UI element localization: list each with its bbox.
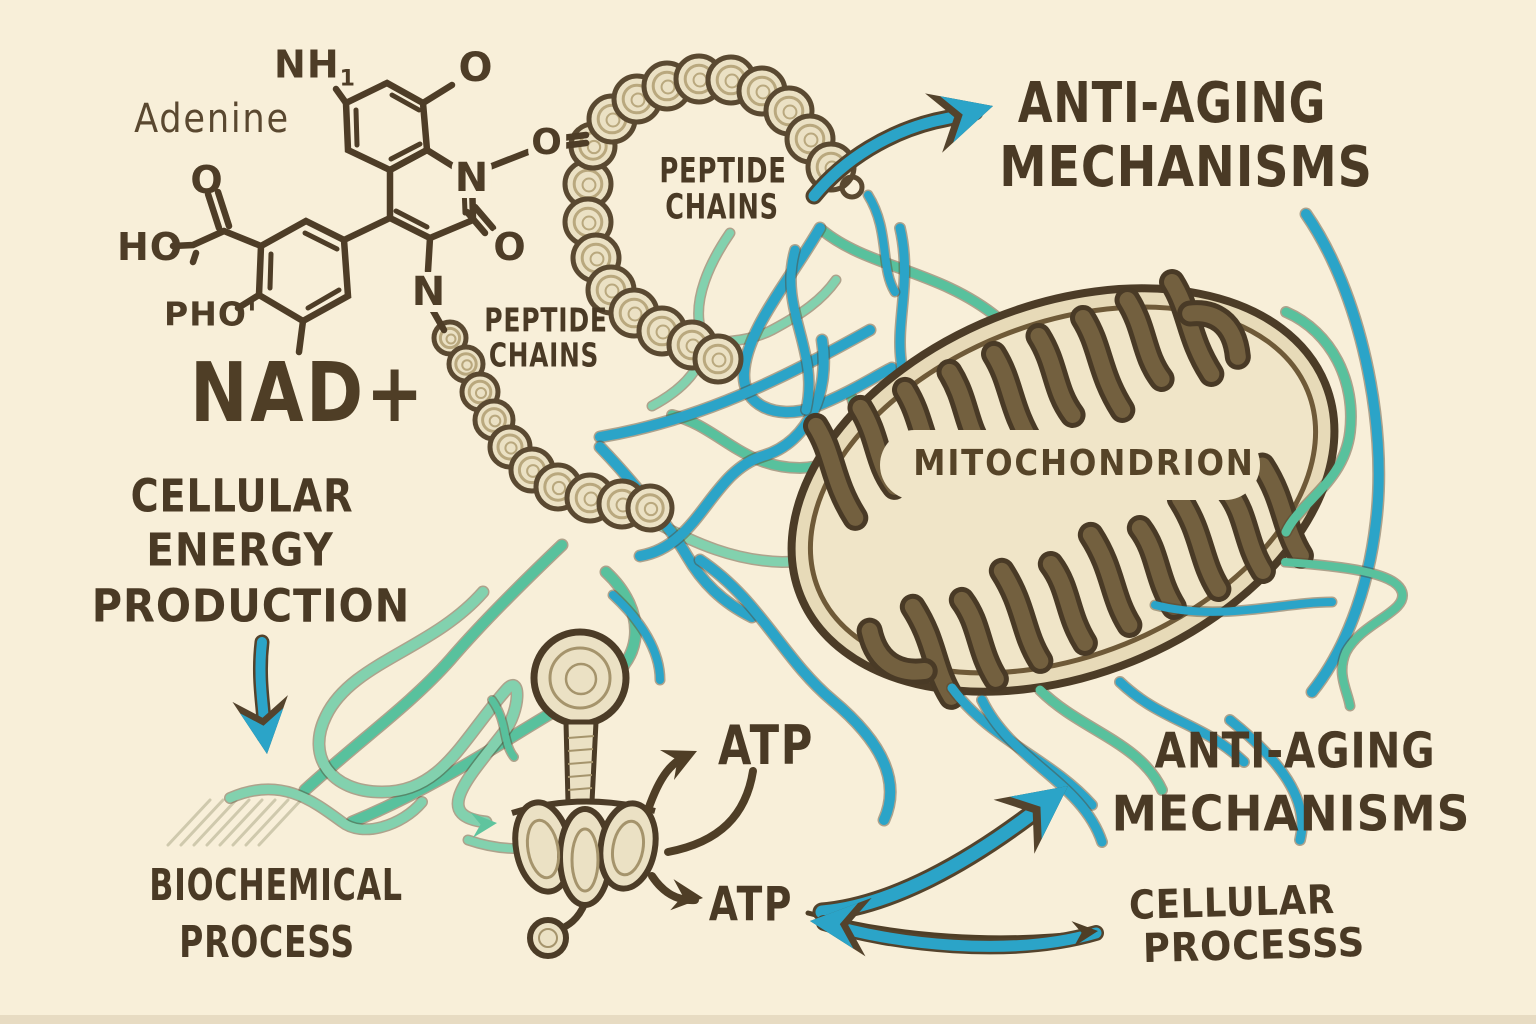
cellular-energy-line2: ENERGY — [146, 523, 334, 577]
peptide-bead-tail — [431, 319, 675, 533]
atom-label-o-carbonyl: O — [190, 158, 224, 202]
anti-aging-top-line2: MECHANISMS — [999, 135, 1373, 200]
cellular-energy-line1: CELLULAR — [130, 469, 354, 523]
atom-label-ho: HO — [116, 225, 184, 269]
peptide-chains-inner-line2: CHAINS — [665, 187, 779, 228]
peptide-bead-loop — [562, 53, 865, 385]
atom-label-nh: NH1 — [274, 46, 356, 91]
cellular-process-line1: CELLULAR — [1128, 876, 1336, 930]
tangled-strands-over — [946, 207, 1408, 848]
mitochondrion-label: MITOCHONDRION — [913, 443, 1255, 484]
mitochondrion-label-band — [880, 430, 1260, 500]
arrow-pointing-left — [818, 917, 1102, 952]
arrowheads — [232, 93, 1098, 957]
page-edge-shadow — [0, 1015, 1536, 1024]
atp-label-upper: ATP — [717, 714, 815, 777]
atom-label-o-amide: O — [490, 228, 530, 266]
atom-label-pho: PHO' — [164, 294, 258, 334]
molecule-structure — [169, 79, 590, 356]
biochemical-line2: PROCESS — [179, 917, 355, 968]
nh-text: NH — [274, 42, 340, 87]
mitochondrion-illustration — [787, 269, 1339, 710]
peptide-chains-outer-line1: PEPTIDE — [484, 300, 608, 340]
nad-label: NAD+ — [190, 346, 426, 441]
hatch-marks — [166, 798, 303, 847]
biochemical-line1: BIOCHEMICAL — [149, 860, 403, 911]
atp-label-lower: ATP — [708, 877, 794, 933]
arrow-arc — [664, 767, 757, 856]
atom-label-o-ester: O — [528, 125, 566, 161]
adenine-label: Adenine — [134, 96, 290, 142]
atom-label-o-top: O — [458, 45, 494, 91]
cellular-energy-line3: PRODUCTION — [91, 579, 411, 633]
atom-label-n-lower: N — [408, 272, 450, 312]
atp-synthase-illustration — [511, 628, 659, 959]
peptide-chains-outer-line2: CHAINS — [488, 335, 600, 375]
nh-subscript: 1 — [339, 66, 356, 92]
peptide-chains-inner-line1: PEPTIDE — [659, 151, 787, 192]
anti-aging-bottom-line1: ANTI-AGING — [1154, 722, 1436, 780]
tangled-strands — [224, 189, 1004, 855]
cellular-process-line2: PROCESSS — [1142, 919, 1366, 973]
anti-aging-top-line1: ANTI-AGING — [1017, 71, 1327, 136]
anti-aging-bottom-line2: MECHANISMS — [1111, 785, 1471, 843]
atom-label-n-ring: N — [451, 158, 493, 198]
